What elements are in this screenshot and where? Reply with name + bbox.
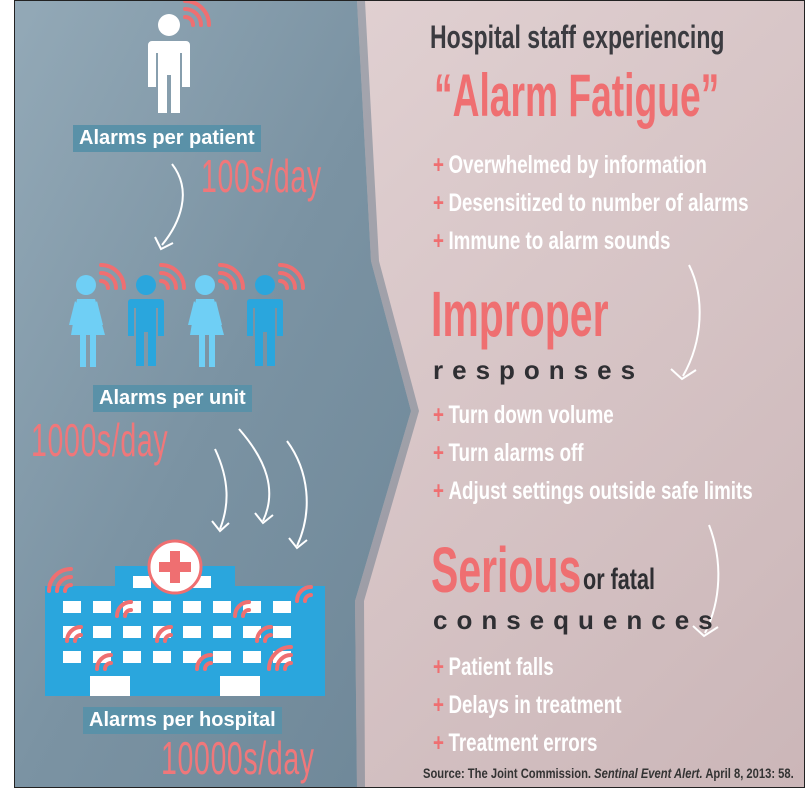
curved-arrow-icon [670,264,720,638]
list-item: +Treatment errors [433,729,598,757]
female-person-icon [69,275,105,367]
title-alarm-fatigue: “Alarm Fatigue” [434,62,720,129]
fatigue-bullet-list: +Overwhelmed by information +Desensitize… [433,151,804,265]
patient-rate: 100s/day [201,150,322,202]
list-item: +Turn alarms off [433,439,584,467]
list-item: +Desensitized to number of alarms [433,189,749,217]
serious-heading: Serious [431,534,582,606]
title-line-1: Hospital staff experiencing [430,19,725,55]
serious-subheading: consequences [433,605,722,635]
plus-icon: + [433,729,444,757]
list-item: +Patient falls [433,653,554,681]
plus-icon: + [433,189,444,217]
list-item: +Turn down volume [433,401,614,429]
list-item: +Immune to alarm sounds [433,227,671,255]
curved-arrow-icon [211,428,308,550]
hospital-label: Alarms per hospital [83,707,282,734]
female-person-icon [188,275,224,367]
or-fatal-text: or fatal [583,563,656,596]
wifi-alarm-icon [47,567,313,671]
hospital-rate: 10000s/day [161,732,315,784]
list-item: +Adjust settings outside safe limits [433,477,753,505]
hospital-building-icon [45,539,325,696]
unit-rate: 1000s/day [31,414,169,466]
improper-heading: Improper [431,278,609,350]
list-item: +Overwhelmed by information [433,151,707,179]
wifi-alarm-icon [99,263,305,290]
unit-label: Alarms per unit [93,385,252,412]
plus-icon: + [433,227,444,255]
patient-label: Alarms per patient [73,125,261,152]
improper-subheading: responses [433,355,645,385]
male-person-icon [128,275,164,366]
person-icon [148,14,190,113]
plus-icon: + [433,151,444,179]
plus-icon: + [433,653,444,681]
plus-icon: + [433,477,444,505]
male-person-icon [247,275,283,366]
infographic: Alarms per patient 100s/day Alarms per u… [14,0,805,788]
panel-divider-shadow [355,1,419,787]
plus-icon: + [433,401,444,429]
improper-bullet-list: +Turn down volume +Turn alarms off +Adju… [433,401,804,515]
curved-arrow-icon [161,163,184,246]
list-item: +Delays in treatment [433,691,622,719]
wifi-alarm-icon [183,1,211,27]
plus-icon: + [433,691,444,719]
serious-bullet-list: +Patient falls +Delays in treatment +Tre… [433,653,684,767]
plus-icon: + [433,439,444,467]
source-citation: Source: The Joint Commission. Sentinal E… [423,765,794,781]
